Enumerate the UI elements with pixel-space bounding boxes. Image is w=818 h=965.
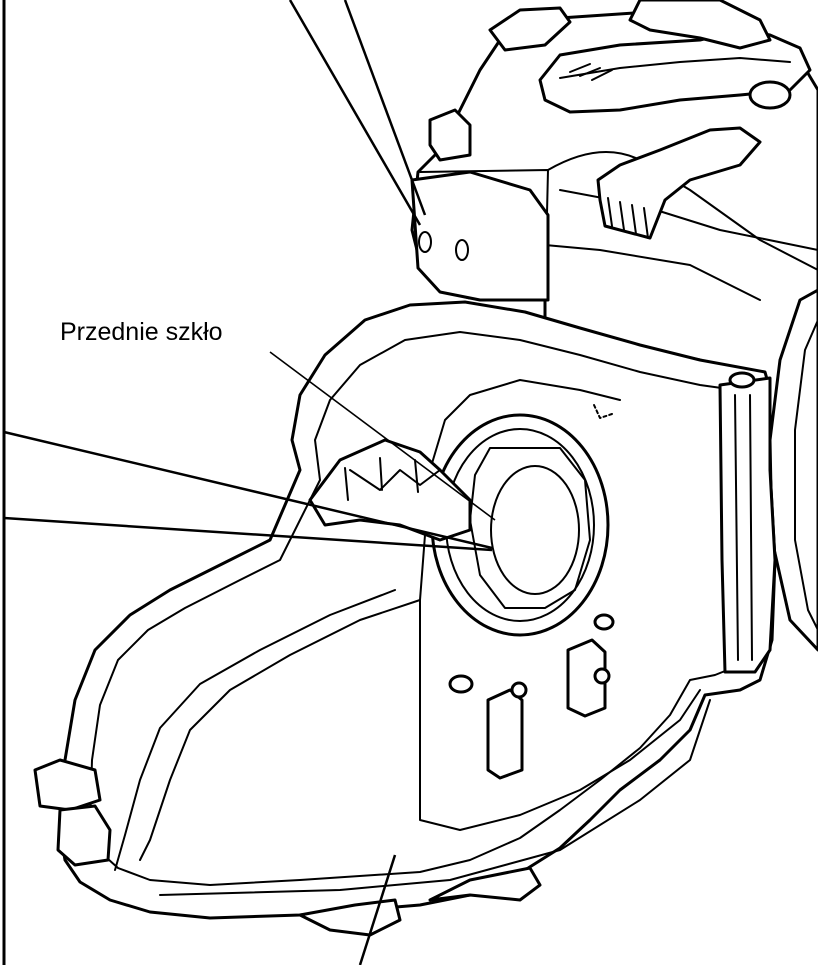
- front-glass-label: Przednie szkło: [60, 318, 223, 346]
- camera-housing: [33, 300, 777, 937]
- leader-line-left-upper: [3, 430, 493, 550]
- camera-body: [410, 0, 818, 652]
- leader-line-left-lower: [3, 516, 493, 552]
- callout-leaders: [3, 0, 496, 965]
- leader-line-top-1: [288, 0, 422, 226]
- front-glass-leader-line: [269, 351, 496, 521]
- leader-line-bottom: [358, 854, 397, 965]
- leader-line-top-2: [343, 0, 427, 216]
